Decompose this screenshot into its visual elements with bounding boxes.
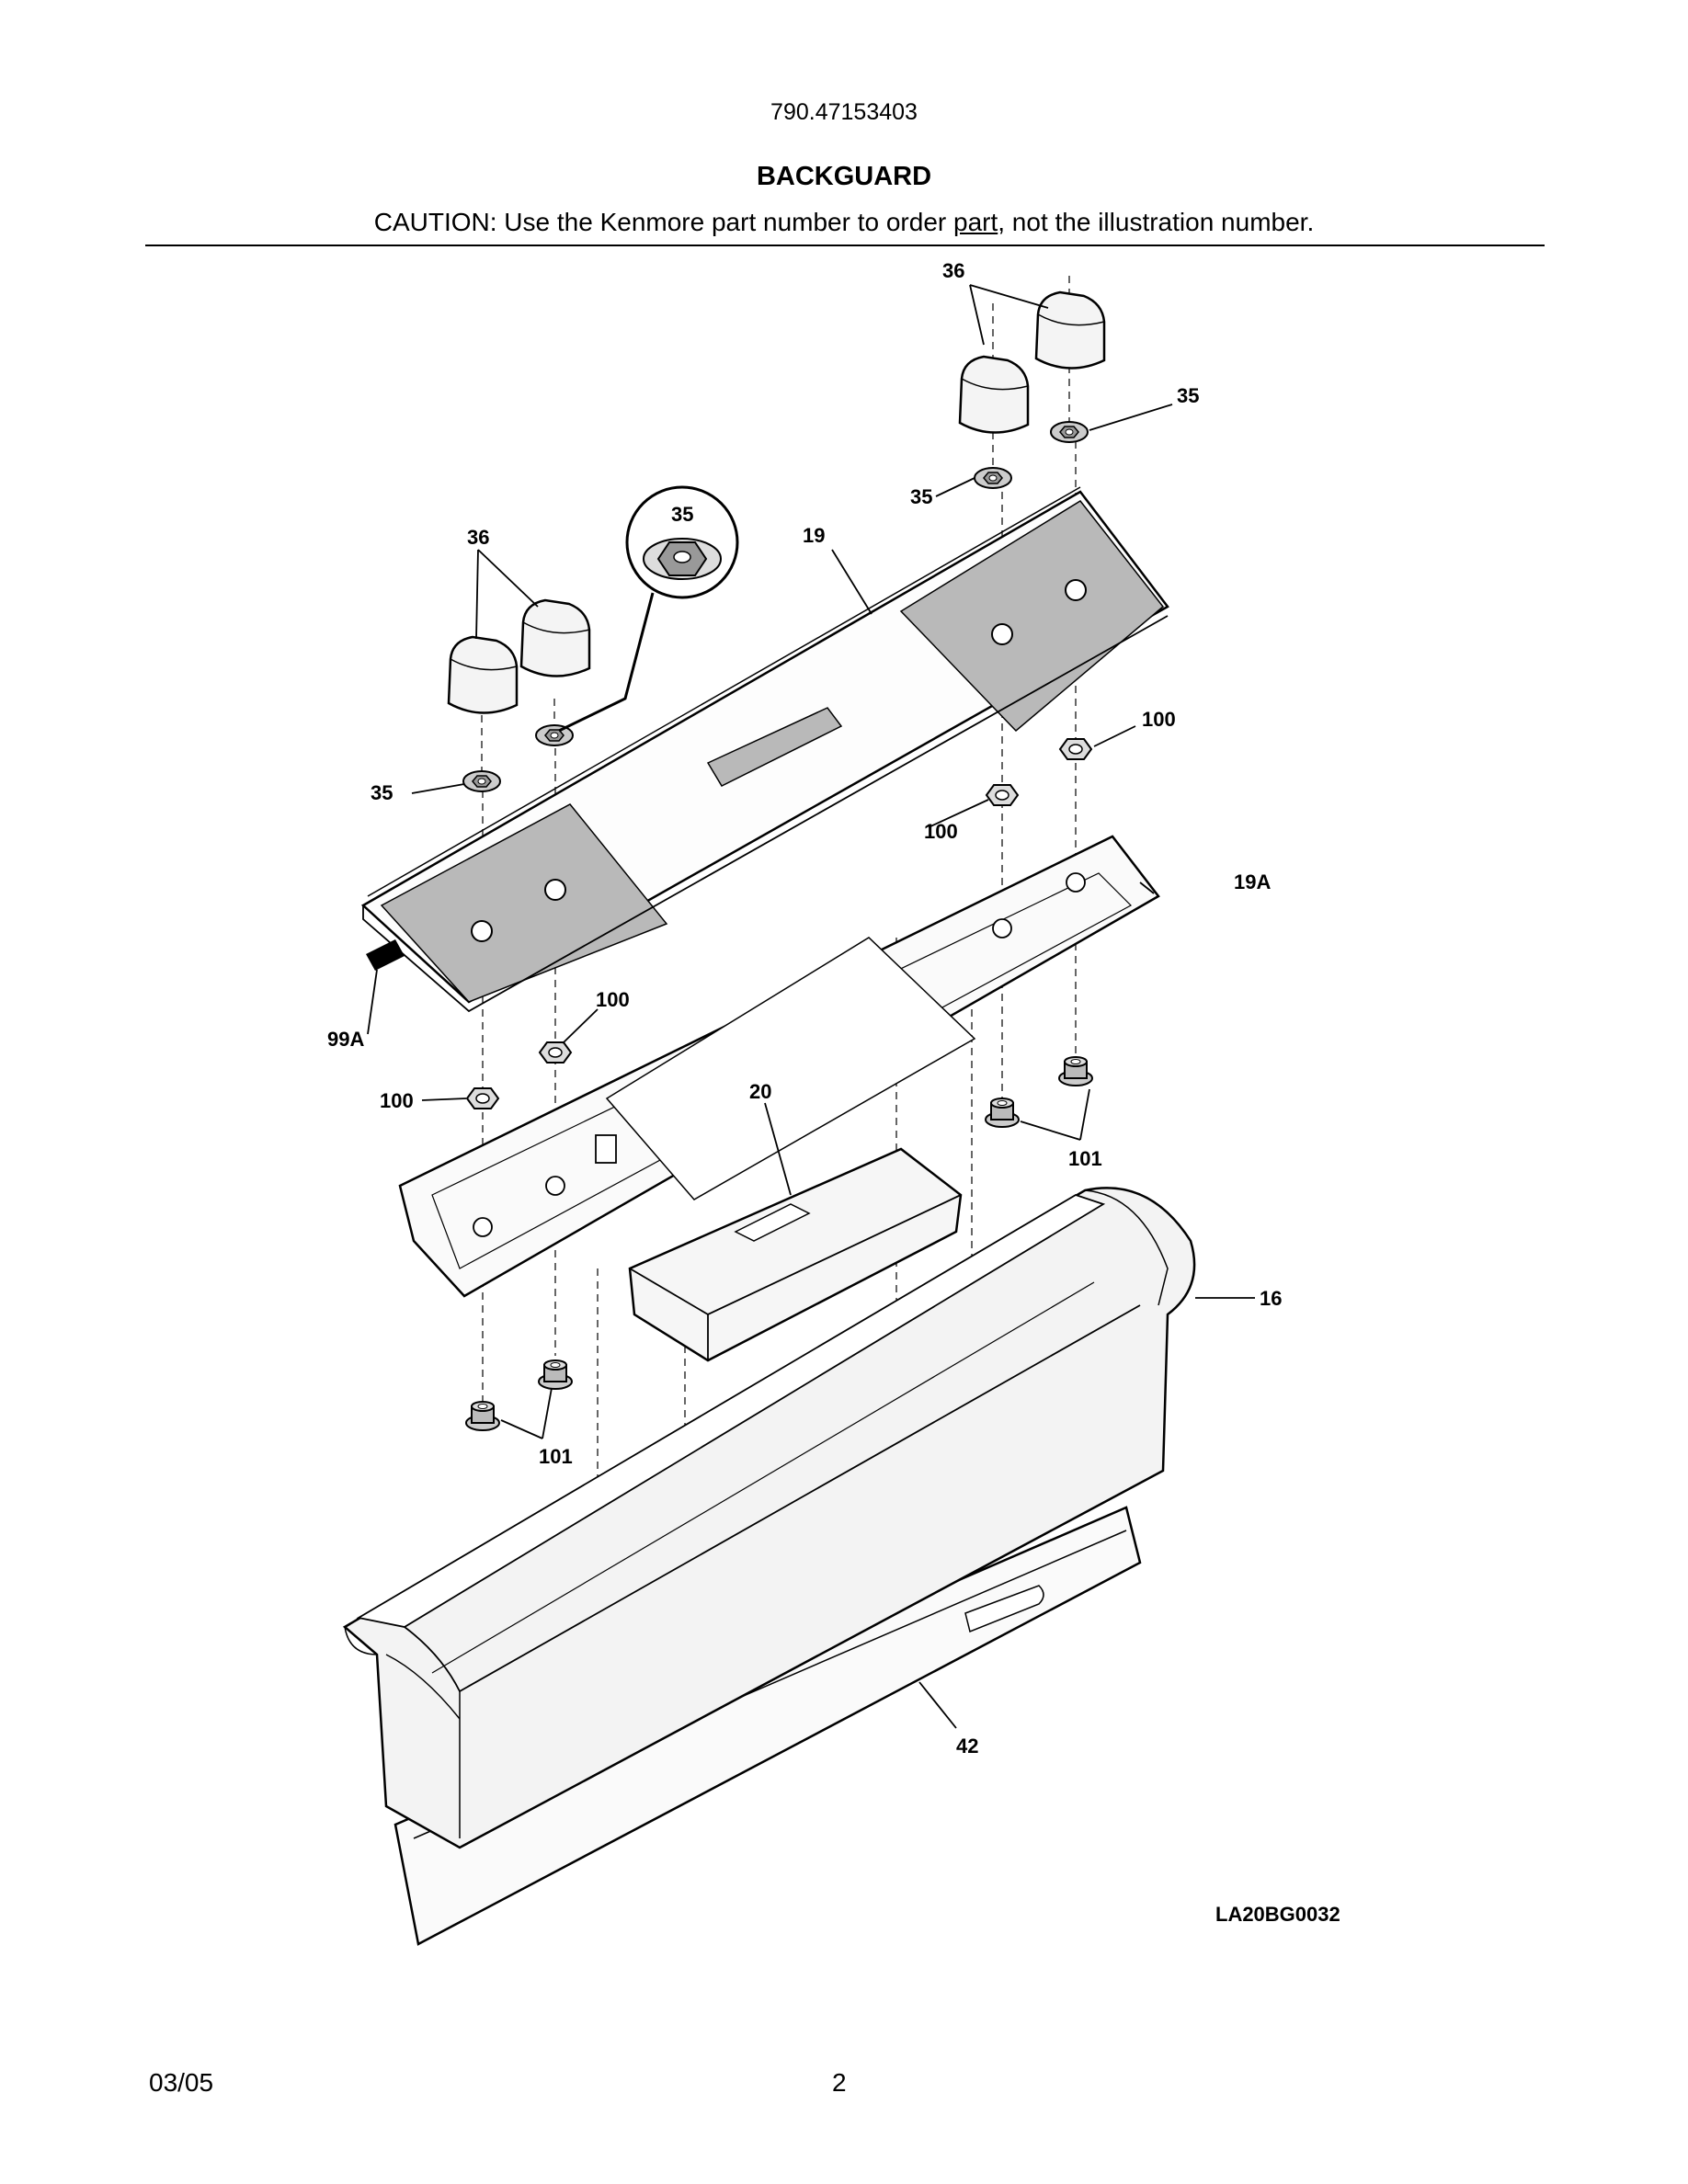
callout-trim-strip: 42 bbox=[956, 1735, 978, 1757]
washer-nut-right-front bbox=[974, 467, 1012, 489]
callout-nut-right-top: 35 bbox=[1177, 384, 1199, 407]
flange-nut-right-front bbox=[985, 1098, 1020, 1128]
knob-left-rear bbox=[519, 598, 591, 677]
callout-hex-nut-right-upper: 100 bbox=[1142, 708, 1176, 731]
callout-knobs-left: 36 bbox=[467, 526, 489, 549]
washer-nut-left-front bbox=[462, 770, 501, 792]
header-divider bbox=[145, 245, 1545, 246]
knob-right-front bbox=[958, 355, 1030, 434]
knob-right-rear bbox=[1034, 290, 1106, 370]
leader-lines bbox=[367, 284, 1255, 1729]
callout-panel: 19 bbox=[803, 524, 825, 547]
footer-date: 03/05 bbox=[149, 2068, 214, 2097]
callout-nut-detail: 35 bbox=[671, 503, 693, 526]
callout-bezel: 99A bbox=[327, 1028, 364, 1051]
caution-underlined-word: part bbox=[953, 208, 998, 236]
flange-nut-left-front bbox=[465, 1401, 500, 1431]
flange-nut-right-rear bbox=[1058, 1056, 1093, 1086]
callout-hex-nut-right-lower: 100 bbox=[924, 820, 958, 843]
caution-suffix: , not the illustration number. bbox=[998, 208, 1315, 236]
callout-hex-nut-left-lower: 100 bbox=[380, 1089, 414, 1112]
callout-nut-left: 35 bbox=[371, 781, 393, 804]
hex-nut-left-front bbox=[466, 1087, 499, 1109]
section-title: BACKGUARD bbox=[756, 162, 932, 191]
flange-nut-left-rear bbox=[538, 1359, 573, 1390]
callout-flange-nut-left: 101 bbox=[539, 1445, 573, 1468]
model-number: 790.47153403 bbox=[770, 99, 918, 125]
backguard-housing-part bbox=[342, 1187, 1196, 1849]
hex-nut-left-rear bbox=[539, 1041, 572, 1064]
callout-knobs-right: 36 bbox=[942, 259, 964, 282]
washer-nut-right-rear bbox=[1050, 421, 1089, 443]
hex-nut-right-front bbox=[986, 784, 1019, 806]
callout-nut-right-mid: 35 bbox=[910, 485, 932, 508]
hex-nut-right-rear bbox=[1059, 738, 1092, 760]
footer-page-number: 2 bbox=[832, 2068, 847, 2097]
washer-nut-left-rear bbox=[535, 724, 574, 746]
control-board-part bbox=[628, 1147, 963, 1362]
bezel-part bbox=[366, 939, 405, 971]
knob-left-front bbox=[447, 635, 519, 714]
control-panel-part bbox=[360, 486, 1169, 1013]
callout-control-board: 20 bbox=[749, 1080, 771, 1103]
callout-flange-nut-right: 101 bbox=[1068, 1147, 1102, 1170]
nut-detail-circle bbox=[558, 485, 739, 733]
callout-backguard-housing: 16 bbox=[1260, 1287, 1282, 1310]
callout-panel-bracket: 19A bbox=[1234, 870, 1271, 893]
caution-prefix: CAUTION: Use the Kenmore part number to … bbox=[373, 208, 953, 236]
panel-bracket-part bbox=[398, 835, 1160, 1298]
caution-note: CAUTION: Use the Kenmore part number to … bbox=[0, 208, 1688, 237]
diagram-reference-code: LA20BG0032 bbox=[1215, 1903, 1340, 1926]
callout-hex-nut-left-upper: 100 bbox=[596, 988, 630, 1011]
